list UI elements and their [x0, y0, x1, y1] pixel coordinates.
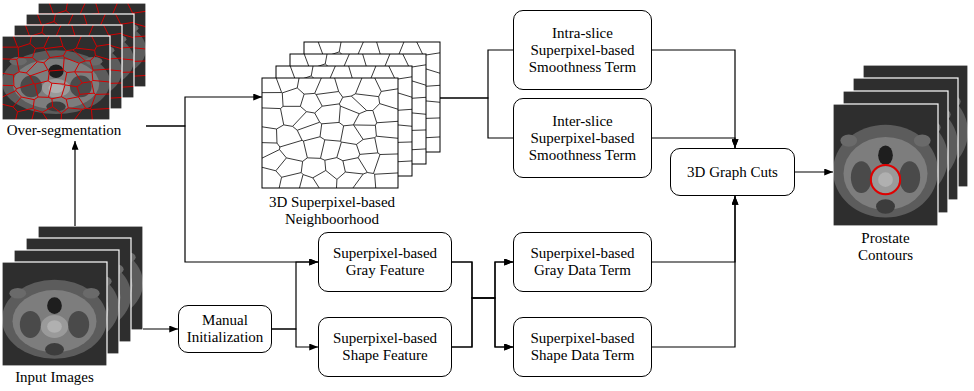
box-label: Intra-slice Superpixel-based Smoothness … [520, 25, 645, 76]
process-box: Manual Initialization [178, 305, 272, 353]
process-box: Superpixel-based Shape Data Term [513, 317, 652, 377]
connector-arrow [272, 329, 318, 347]
connector-arrow [272, 262, 318, 329]
process-box: Inter-slice Superpixel-based Smoothness … [513, 98, 652, 178]
image-stack: Input Images [2, 226, 143, 388]
slice-frame [262, 78, 398, 188]
slice-ground [262, 78, 398, 188]
slice-frame [2, 262, 107, 366]
connector-arrow [652, 50, 735, 148]
mri-slice [833, 104, 938, 226]
connector-arrow [652, 196, 735, 347]
process-box: 3D Graph Cuts [670, 148, 795, 196]
box-label: Superpixel-based Shape Feature [325, 330, 445, 364]
box-label: Superpixel-based Gray Data Term [520, 245, 645, 279]
image-caption: Over-segmentation [2, 122, 126, 139]
input-slice-stack [2, 226, 143, 366]
connector-arrow [146, 97, 262, 126]
connector-arrow [452, 298, 513, 347]
oversegmented-slice-stack [2, 3, 146, 120]
superpixel-boundaries [2, 36, 110, 120]
process-box: Superpixel-based Gray Data Term [513, 232, 652, 292]
process-box: Superpixel-based Shape Feature [318, 317, 452, 377]
connector-arrow [452, 262, 513, 347]
connector-arrow [652, 138, 735, 148]
connector-arrow [452, 262, 513, 347]
superpixel-boundaries [262, 78, 398, 188]
box-label: 3D Graph Cuts [687, 164, 778, 181]
connector-arrow [795, 171, 833, 172]
prostate-contour [871, 165, 900, 194]
mri-slice [2, 36, 110, 120]
image-caption: 3D Superpixel-based Neighboorhood [262, 194, 402, 228]
image-stack: Over-segmentation [2, 3, 146, 141]
image-stack: 3D Superpixel-based Neighboorhood [262, 42, 440, 230]
image-stack: Prostate Contours [833, 65, 968, 266]
connector-arrow [440, 50, 513, 98]
connector-arrow [652, 196, 735, 262]
connectors [75, 50, 833, 347]
slice-frame [833, 104, 938, 226]
mri-slice [2, 262, 107, 366]
box-label: Superpixel-based Shape Data Term [520, 330, 645, 364]
connector-arrow [452, 262, 513, 298]
box-label: Superpixel-based Gray Feature [325, 245, 445, 279]
slice-frame [2, 36, 110, 120]
superpixel-neighborhood-stack [262, 42, 440, 188]
image-caption: Input Images [2, 369, 107, 386]
box-label: Inter-slice Superpixel-based Smoothness … [520, 113, 645, 164]
connector-arrow [74, 141, 75, 226]
box-label: Manual Initialization [185, 312, 265, 346]
process-box: Intra-slice Superpixel-based Smoothness … [513, 10, 652, 90]
connector-arrow [440, 98, 513, 138]
contour-slice-stack [833, 65, 968, 226]
connector-arrow [143, 328, 178, 329]
image-caption: Prostate Contours [833, 230, 938, 264]
process-box: Superpixel-based Gray Feature [318, 232, 452, 292]
